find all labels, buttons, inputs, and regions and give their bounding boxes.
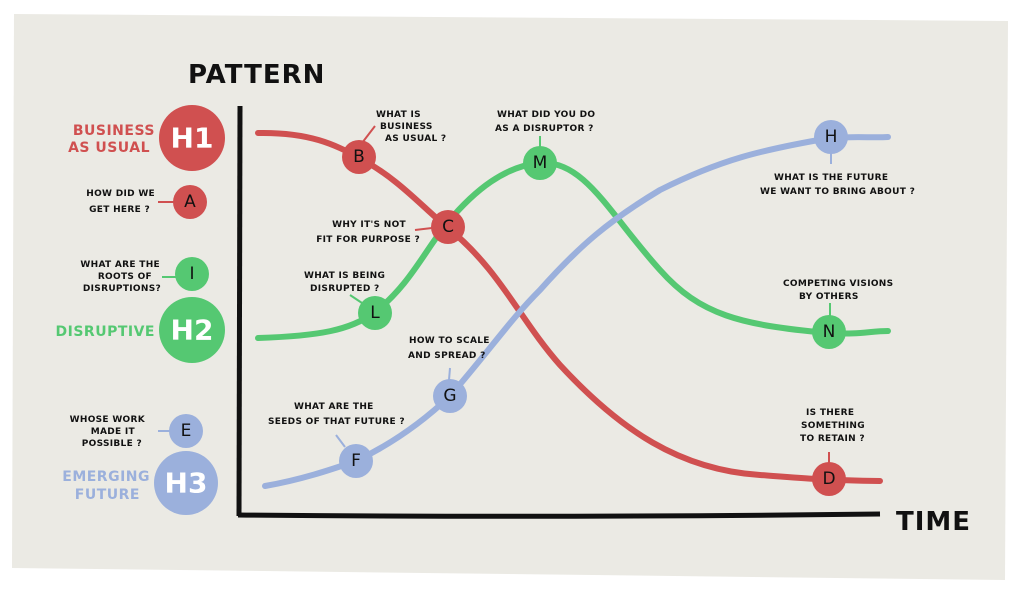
h3-badge-text: H3 (165, 467, 208, 500)
node-m-letter: M (533, 153, 548, 173)
node-l-letter: L (370, 303, 380, 323)
node-b-letter: B (353, 147, 365, 167)
legend-h2-label: DISRUPTIVE (56, 324, 155, 340)
h1-badge-text: H1 (171, 122, 214, 155)
y-axis (236, 105, 243, 517)
node-e-letter: E (181, 421, 192, 441)
node-d-letter: D (822, 469, 835, 489)
legend-h2: DISRUPTIVE H2 (56, 297, 225, 363)
node-i-letter: I (189, 264, 194, 284)
h1-badge (159, 105, 225, 171)
x-axis-label: TIME (896, 507, 971, 537)
node-c-letter: C (442, 217, 454, 237)
h2-badge (159, 297, 225, 363)
node-a-letter: A (184, 192, 196, 212)
h2-badge-text: H2 (171, 314, 214, 347)
node-n-letter: N (823, 322, 836, 342)
node-h-letter: H (825, 127, 838, 147)
y-axis-label: PATTERN (188, 60, 325, 90)
node-g-letter: G (443, 386, 456, 406)
x-axis (237, 511, 881, 519)
node-f-letter: F (351, 451, 361, 471)
h3-badge (154, 451, 218, 515)
